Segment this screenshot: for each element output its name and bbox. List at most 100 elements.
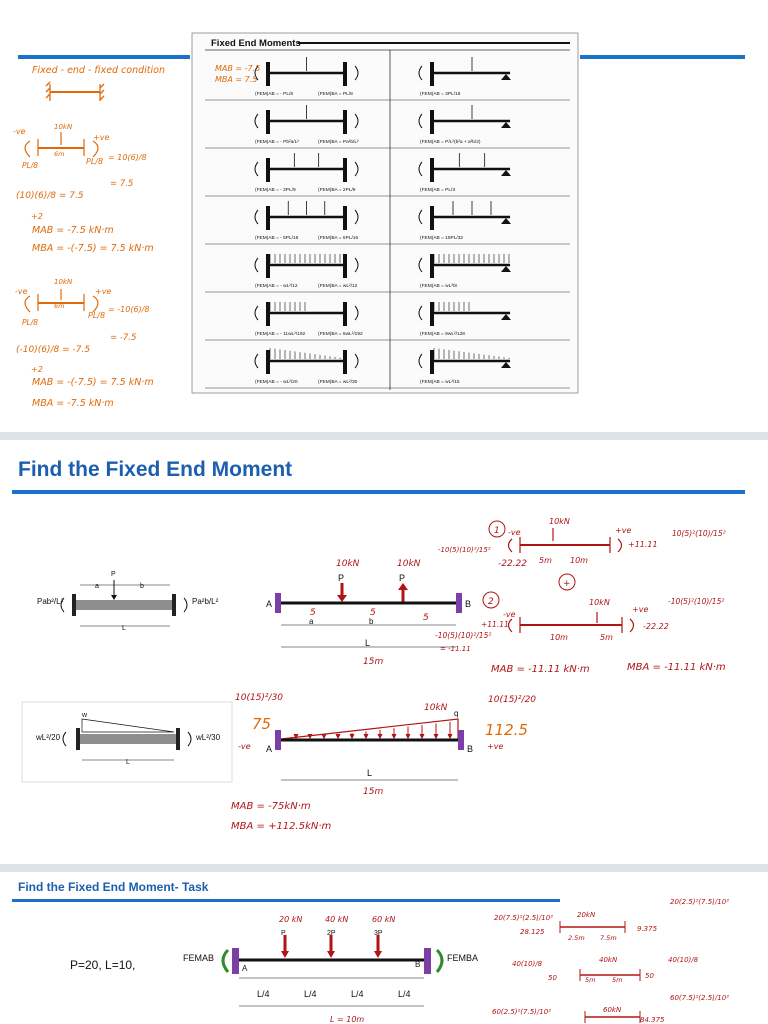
beam1-d1: 5 xyxy=(310,608,316,618)
task-r1: 28.125 xyxy=(520,928,545,936)
ex2-pos-ve: +ve xyxy=(95,287,111,296)
table-right-formula: (FEM)BA = 2PL/9 xyxy=(318,187,356,193)
example-1: -ve 10kN +ve 6m PL/8 = 10(6)/8 = 7.5 PL/… xyxy=(13,123,154,254)
task-load-label: 20 kN xyxy=(279,915,302,924)
task-quarter-label: L/4 xyxy=(304,989,317,999)
table-row: (FEM)AB = - 5PL/16(FEM)BA = 5PL/16(FEM)A… xyxy=(205,201,570,245)
task-A: A xyxy=(242,964,248,973)
ex1-neg-ve: -ve xyxy=(13,127,26,136)
ex1-calc1: = 10(6)/8 xyxy=(108,153,147,162)
notes1-n1: 1 xyxy=(494,526,500,536)
ex2-calc2: (-10)(6)/8 = -7.5 xyxy=(16,345,90,355)
beam2-val-left: 75 xyxy=(252,715,271,733)
task-s1: 2.5m xyxy=(568,934,585,942)
table-pinned-formula: (FEM)AB = P/L²(b²a + a²b/2) xyxy=(420,139,481,145)
ex1-span: 6m xyxy=(54,150,64,158)
ex1-mab: MAB = -7.5 kN·m xyxy=(32,225,114,236)
notes1-formula: 10(5)²(10)/15² xyxy=(672,529,726,538)
table-pinned-formula: (FEM)AB = 15PL/32 xyxy=(420,235,463,241)
sketch1-b: b xyxy=(140,583,144,590)
sketch2-right-moment: wL²/30 xyxy=(195,733,221,742)
table-left-formula: (FEM)AB = - 11wL²/192 xyxy=(255,331,305,337)
beam1-mab-res: = -11.11 xyxy=(440,645,471,653)
beam1-load2: 10kN xyxy=(397,559,421,569)
task-load2: 40kN xyxy=(599,956,618,964)
slide-gap-2 xyxy=(0,864,768,872)
ex1-pos-ve: +ve xyxy=(93,133,109,142)
results1-mab: MAB = -11.11 kN·m xyxy=(491,664,590,675)
notes2-res-left: +11.11 xyxy=(481,620,509,629)
table-pinned-formula: (FEM)AB = wL²/15 xyxy=(420,379,460,385)
ex2-neg-ve: -ve xyxy=(15,287,28,296)
task-f3: 60(2.5)²(7.5)/10² xyxy=(492,1008,551,1016)
task-s3: 5m xyxy=(585,976,595,984)
slide-fixed-end-table: Fixed End Moments (FEM)AB = - PL/8(FEM)B… xyxy=(0,0,768,432)
sketch1-right-moment: Pa²b/L² xyxy=(192,597,219,606)
table-row: (FEM)AB = - PL/8(FEM)BA = PL/8(FEM)AB = … xyxy=(205,57,570,101)
task-p-label: 2P xyxy=(327,930,336,937)
notes1-d2: 10m xyxy=(570,556,588,565)
beam-triangular-load: 10(15)²/30 75 -ve 10kN 10(15)²/20 112.5 … xyxy=(235,693,536,797)
notes2-d1: 10m xyxy=(550,633,568,642)
fixed-fixed-sketch xyxy=(45,81,105,101)
beam1-load1: 10kN xyxy=(336,559,360,569)
table-right-formula: (FEM)BA = 5PL/16 xyxy=(318,235,358,241)
slide3-title: Find the Fixed End Moment- Task xyxy=(18,880,209,894)
notes1-load: 10kN xyxy=(549,517,570,526)
beam2-load: 10kN xyxy=(424,703,448,713)
beam1-p1: P xyxy=(338,573,344,583)
sketch1-left-moment: Pab²/L² xyxy=(37,597,64,606)
ex1-calc2: (10)(6)/8 = 7.5 xyxy=(16,191,84,201)
notes1-formula-left: -10(5)(10)²/15² xyxy=(438,546,491,554)
ex2-plus2: +2 xyxy=(31,365,43,374)
task-quarter-label: L/4 xyxy=(257,989,270,999)
task-f1r: 20(2.5)²(7.5)/10² xyxy=(670,898,729,906)
beam1-d2: 5 xyxy=(370,608,376,618)
notes1-ve: -ve xyxy=(508,528,521,537)
notes2-n2: 2 xyxy=(488,597,494,607)
title-bar-left xyxy=(18,55,190,59)
beam1-B: B xyxy=(465,599,471,609)
task-B: B xyxy=(415,960,420,969)
table-row: (FEM)AB = - Pb²a/L²(FEM)BA = Pa²b/L²(FEM… xyxy=(205,105,570,149)
slide3-title-bar xyxy=(12,899,560,902)
notes2-plus: + xyxy=(563,579,571,589)
beam2-q: q xyxy=(454,709,458,718)
task-r2: 50 xyxy=(548,974,557,982)
beam2-A: A xyxy=(266,744,272,754)
task-f3r: 60(7.5)²(2.5)/10² xyxy=(670,994,729,1002)
beam1-mab-calc: -10(5)(10)²/15² xyxy=(435,631,491,640)
fem-ba-label: FEMBA xyxy=(447,953,478,963)
task-r2b: 50 xyxy=(645,972,654,980)
task-bottom: L = 10m xyxy=(330,1015,364,1024)
beam2-L: L xyxy=(367,768,372,778)
task-quarter-label: L/4 xyxy=(398,989,411,999)
fixed-condition-label: Fixed - end - fixed condition xyxy=(32,65,165,76)
table-left-formula: (FEM)AB = - 2PL/9 xyxy=(255,187,296,193)
notes2-res-right: -22.22 xyxy=(643,622,669,631)
task-quarter-label: L/4 xyxy=(351,989,364,999)
notes2-ve2: +ve xyxy=(632,605,648,614)
ex2-pl8-left: PL/8 xyxy=(22,318,38,327)
notes-case-2: 2 + 10kN -ve +ve +11.11 -22.22 10m 5m -1… xyxy=(481,573,724,642)
slide2-canvas: Pab²/L² Pa²b/L² P a b L 10kN 10kN P P A … xyxy=(21,517,726,832)
table-left-formula: (FEM)AB = - wL²/12 xyxy=(255,283,298,289)
notes2-formula: -10(5)²(10)/15² xyxy=(668,597,724,606)
beam1-d3: 5 xyxy=(423,613,429,623)
table-left-formula: (FEM)AB = - Pb²a/L² xyxy=(255,139,299,145)
table-row: (FEM)AB = - wL²/20(FEM)BA = wL²/30(FEM)A… xyxy=(205,348,570,389)
slide2-title-bar xyxy=(12,490,745,494)
results1-mba: MBA = -11.11 kN·m xyxy=(627,662,726,673)
ex2-load: 10kN xyxy=(54,278,73,286)
beam2-frac-left: 10(15)²/30 xyxy=(235,693,283,703)
sketch2-L: L xyxy=(126,759,130,766)
results2-mab: MAB = -75kN·m xyxy=(231,801,311,812)
ex2-mba: MBA = -7.5 kN·m xyxy=(32,398,114,409)
ex2-span: 6m xyxy=(54,302,64,310)
beam1-a: a xyxy=(309,617,314,626)
task-quarters: L/4 L/4 L/4 L/4 xyxy=(257,989,411,999)
slide1-canvas: Fixed End Moments (FEM)AB = - PL/8(FEM)B… xyxy=(13,32,579,409)
table-pinned-formula: (FEM)AB = wL²/8 xyxy=(420,283,457,289)
task-p-label: P xyxy=(281,930,286,937)
